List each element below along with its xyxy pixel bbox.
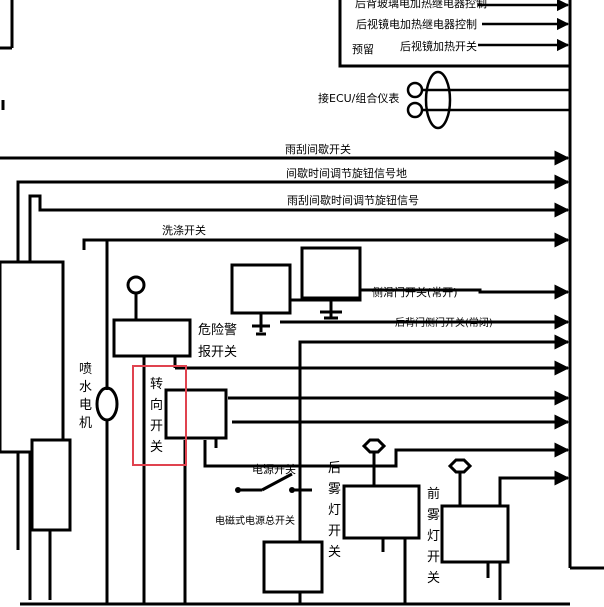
label-mirror-heat-switch: 后视镜加热开关 [400, 39, 477, 53]
label-reserved: 预留 [352, 43, 374, 56]
power-switch: 电源开关 电磁式电源总开关 [215, 462, 324, 594]
label-front-fog-switch: 前雾灯开关 [427, 486, 440, 586]
label-power-switch: 电源开关 [252, 462, 296, 476]
left-edge-frame [0, 0, 14, 110]
label-washer-motor: 喷水电机 [79, 362, 92, 431]
ecu-connector: 接ECU/组合仪表 [318, 70, 570, 130]
label-mirror-heat-relay: 后视镜电加热继电器控制 [356, 17, 477, 31]
label-hazard-switch-2: 报开关 [198, 345, 237, 360]
washer-motor-icon [95, 386, 119, 422]
label-electric-master-switch: 电磁式电源总开关 [215, 514, 295, 527]
hazard-switch: 危险警 报开关 [112, 275, 237, 604]
rear-fog-switch: 后雾灯开关 [328, 438, 421, 604]
bolt-icon [447, 458, 473, 474]
label-side-door-switch: 侧滑门开关(常开) [372, 285, 458, 299]
right-bus [568, 0, 604, 570]
label-washer-switch: 洗涤开关 [162, 223, 206, 237]
label-wiper-intermittent-knob-signal: 雨刮间歇时间调节旋钮信号 [287, 193, 419, 207]
label-rear-fog-switch: 后雾灯开关 [328, 461, 341, 560]
door-switch-side [230, 263, 292, 336]
door-switch-rear [300, 246, 362, 320]
turn-switch: 转向开关 [132, 365, 228, 604]
label-wiper-intermittent-switch: 雨刮间歇开关 [285, 142, 351, 156]
washer-motor: 喷水电机 [79, 240, 119, 604]
relay-connector-block: 后背玻璃电加热继电器控制 后视镜电加热继电器控制 预留 后视镜加热开关 [338, 0, 570, 68]
left-module [0, 260, 72, 600]
output-wires [175, 334, 570, 604]
bolt-icon [361, 438, 387, 454]
label-turn-switch: 转向开关 [150, 377, 163, 455]
front-fog-switch: 前雾灯开关 [427, 458, 510, 586]
hazard-lamp-icon [126, 275, 146, 295]
highlight-box [132, 365, 187, 466]
label-hazard-switch-1: 危险警 [198, 322, 237, 338]
door-switch-wires: 侧滑门开关(常开) 后背门侧门开关(常闭) [280, 284, 570, 330]
label-ecu-cluster: 接ECU/组合仪表 [318, 91, 399, 105]
label-rear-side-door-switch: 后背门侧门开关(常闭) [395, 316, 493, 329]
label-intermittent-knob-ground: 间歇时间调节旋钮信号地 [286, 166, 407, 180]
label-top-partial: 后背玻璃电加热继电器控制 [355, 0, 487, 10]
